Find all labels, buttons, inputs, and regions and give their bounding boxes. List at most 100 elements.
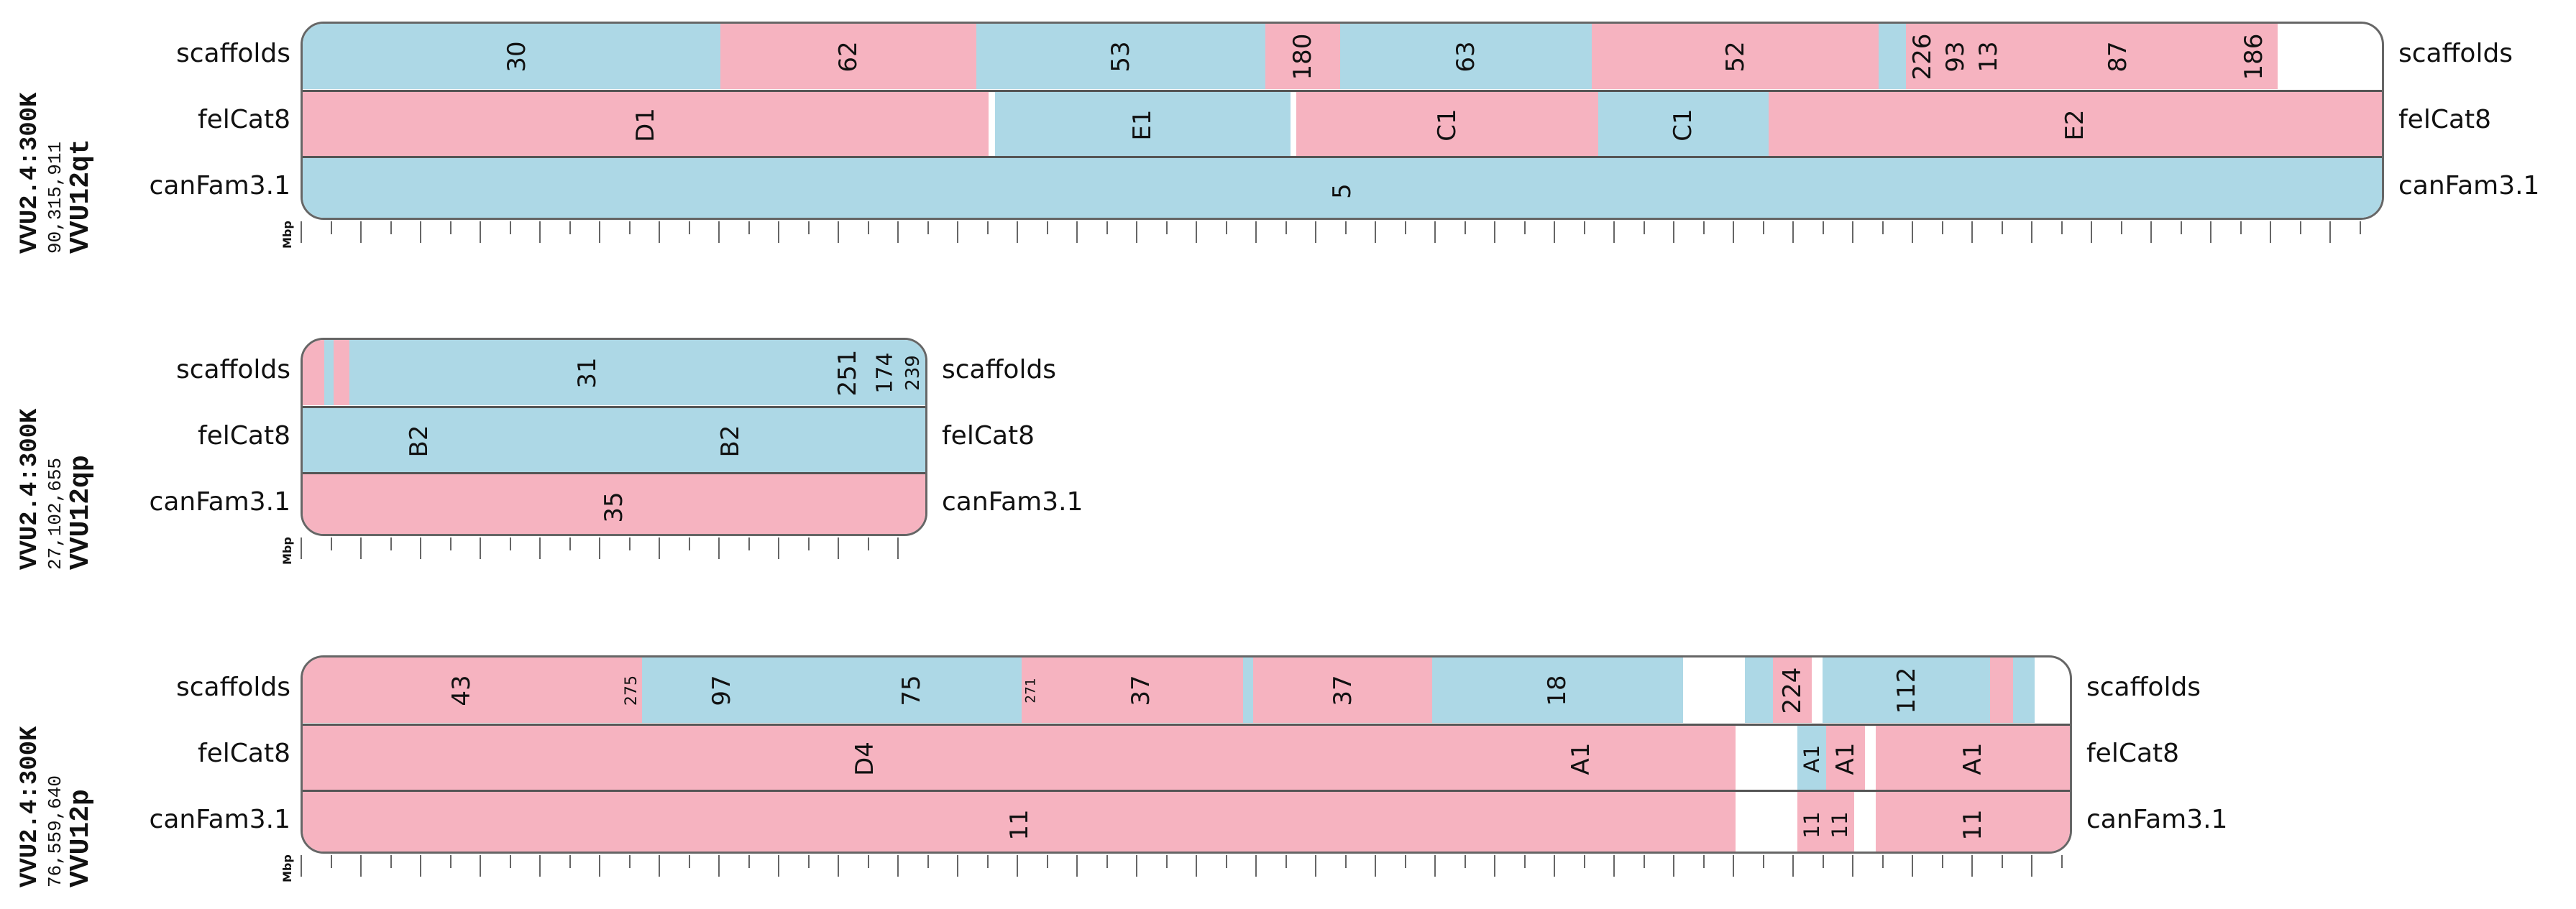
axis-tick [718, 537, 720, 559]
segment [1864, 726, 1876, 791]
axis-tick [1046, 221, 1048, 234]
segment-label: A1 [1958, 742, 1987, 775]
axis-tick [1852, 855, 1853, 877]
segment-label: 31 [573, 356, 602, 389]
segment-label: 239 [902, 354, 924, 391]
chromosome-name: VVU12qp [65, 455, 96, 570]
axis-tick [1792, 855, 1794, 877]
axis-tick [2061, 855, 2063, 868]
axis-tick [390, 537, 392, 550]
axis-tick [1106, 221, 1108, 234]
segment-label: C1 [1433, 108, 1462, 142]
track-label-right: canFam3.1 [942, 487, 1083, 517]
segment: 37 [1039, 657, 1243, 723]
axis-tick [599, 221, 600, 243]
axis-tick [897, 537, 899, 559]
axis-tick [1017, 855, 1018, 877]
segment-label: 30 [502, 40, 531, 73]
segment-label: B2 [716, 425, 746, 457]
axis-tick [1673, 221, 1674, 243]
segment-label: D1 [631, 107, 661, 142]
segment: C1 [1598, 92, 1769, 157]
segment-label: 275 [622, 675, 641, 706]
axis-tick [1941, 221, 1943, 234]
segment: E1 [995, 92, 1291, 157]
segment-label: 43 [447, 674, 477, 706]
axis-tick [390, 221, 392, 234]
segment [1854, 792, 1876, 852]
axis-tick [390, 855, 392, 868]
axis-tick [867, 221, 869, 234]
axis-tick [1881, 221, 1884, 234]
track-label-right: canFam3.1 [2086, 805, 2228, 834]
axis-tick [718, 221, 720, 243]
segment: 87 [2005, 24, 2230, 89]
axis-tick [1643, 855, 1645, 868]
axis-tick [599, 537, 600, 559]
segment: C1 [1296, 92, 1598, 157]
axis-tick [628, 221, 631, 234]
segment: 37 [1253, 657, 1432, 723]
axis-tick [1464, 855, 1466, 868]
axis-tick [2031, 855, 2032, 877]
axis-tick [838, 855, 839, 877]
segment [1744, 657, 1774, 723]
axis-tick [2091, 221, 2092, 243]
axis-tick [659, 855, 660, 877]
axis-tick [927, 855, 929, 868]
segment-label: 75 [897, 674, 926, 706]
axis-tick [1165, 221, 1168, 234]
segment-label: 35 [600, 491, 628, 523]
segment: 75 [801, 657, 1022, 723]
axis-tick [688, 221, 690, 234]
axis-tick [778, 221, 779, 243]
axis-tick [897, 855, 899, 877]
axis-tick [1494, 855, 1495, 877]
axis-tick [628, 537, 631, 550]
segment: A1 [1825, 726, 1865, 791]
axis-tick [1136, 221, 1137, 243]
chromosome-name: VVU12qt [65, 139, 96, 254]
segment: 271 [1022, 657, 1040, 723]
axis-tick [2180, 221, 2182, 234]
axis-tick [688, 537, 690, 550]
segment-label: C1 [1669, 108, 1698, 142]
axis-tick [1285, 855, 1287, 868]
segment: 11 [303, 792, 1736, 852]
segment-label: 37 [1127, 674, 1156, 706]
axis-tick [1613, 221, 1615, 243]
segment: A1 [1875, 726, 2070, 791]
axis-tick [1583, 855, 1585, 868]
axis-tick [1464, 221, 1466, 234]
axis-tick [1344, 221, 1347, 234]
axis-tick [1673, 855, 1674, 877]
segment [1736, 792, 1798, 852]
axis-tick [1315, 221, 1316, 243]
segment-label: 11 [1800, 811, 1825, 839]
axis-tick [778, 855, 779, 877]
segment-label: 11 [1828, 811, 1853, 839]
axis-tick [1971, 221, 1973, 243]
track-row: 5 [303, 156, 2382, 218]
axis-tick [539, 221, 541, 243]
axis-tick [330, 537, 332, 550]
axis-tick [2001, 221, 2003, 234]
axis-tick [659, 221, 660, 243]
segment-label: 5 [1328, 183, 1357, 199]
axis-tick [1643, 221, 1645, 234]
track-label-left: felCat8 [197, 739, 290, 768]
axis-tick [1076, 221, 1078, 243]
axis-tick [867, 855, 869, 868]
axis-tick [1762, 221, 1764, 234]
axis-tick [569, 221, 571, 234]
axis-tick [957, 855, 958, 877]
axis-tick [480, 537, 481, 559]
segment-label: A1 [1567, 742, 1596, 775]
segment-label: 53 [1106, 40, 1135, 73]
axis-tick [2210, 221, 2211, 243]
segment-label: 52 [1720, 40, 1750, 73]
segment: 31 [349, 340, 826, 405]
